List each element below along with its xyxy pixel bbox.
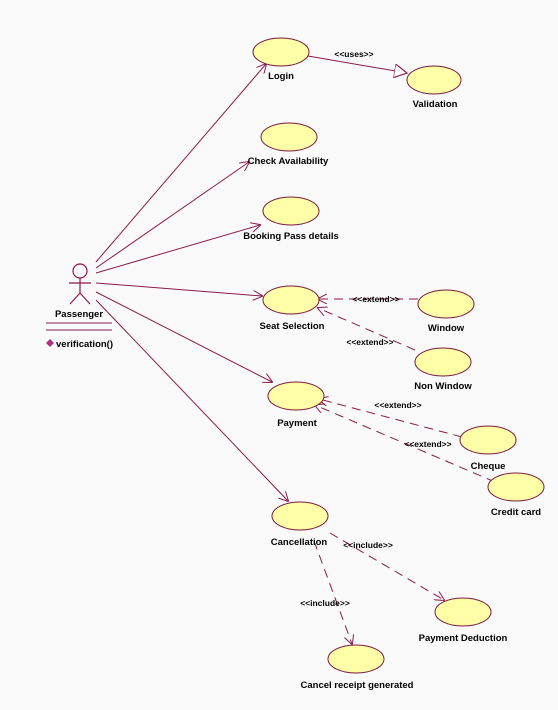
usecase-non-window: Non Window — [414, 347, 472, 392]
usecase-payment: Payment — [267, 381, 325, 429]
extend-nonwindow-label: <<extend>> — [346, 337, 393, 347]
usecase-booking-pass-details: Booking Pass details — [243, 196, 339, 242]
extend-window-label: <<extend>> — [352, 294, 399, 304]
uses-relation — [307, 55, 407, 73]
usecase-cancellation: Cancellation — [271, 501, 329, 548]
method-icon — [46, 339, 54, 347]
include-receipt-label: <<include>> — [300, 598, 350, 608]
extend-cheque — [319, 399, 463, 438]
assoc-cancellation — [95, 299, 288, 501]
usecase-check-availability: Check Availability — [248, 122, 329, 167]
extend-cheque-label: <<extend>> — [374, 400, 421, 410]
extend-credit-label: <<extend>> — [404, 439, 451, 449]
usecase-check-availability-label: Check Availability — [248, 156, 329, 167]
assoc-login — [95, 64, 266, 263]
usecase-validation: Validation — [406, 65, 462, 110]
actor-passenger: Passenger verification() — [46, 263, 113, 350]
usecase-cancel-receipt-label: Cancel receipt generated — [301, 680, 414, 691]
include-receipt — [313, 540, 352, 644]
assoc-seat-selection — [95, 282, 262, 296]
actor-method: verification() — [56, 339, 113, 350]
usecase-login: Login — [252, 37, 310, 82]
include-deduction — [329, 532, 444, 600]
usecase-cancel-receipt: Cancel receipt generated — [301, 644, 414, 691]
usecase-payment-deduction: Payment Deduction — [419, 597, 508, 644]
usecase-non-window-label: Non Window — [414, 381, 472, 392]
usecase-payment-deduction-label: Payment Deduction — [419, 633, 508, 644]
usecase-window-label: Window — [428, 323, 465, 334]
assoc-payment — [95, 291, 272, 382]
usecase-login-label: Login — [268, 71, 294, 82]
assoc-booking — [95, 225, 260, 274]
include-deduction-label: <<include>> — [343, 540, 393, 550]
usecase-cheque-label: Cheque — [471, 461, 506, 472]
actor-left-leg — [69, 292, 81, 305]
usecase-validation-label: Validation — [413, 99, 458, 110]
usecase-booking-pass-details-label: Booking Pass details — [243, 231, 339, 242]
usecase-payment-label: Payment — [277, 418, 317, 429]
actor-head — [72, 263, 88, 279]
extend-nonwindow — [318, 308, 416, 351]
usecase-window: Window — [417, 289, 475, 334]
extend-credit — [315, 405, 496, 483]
uses-label: <<uses>> — [334, 49, 373, 59]
actor-right-leg — [79, 292, 91, 305]
usecase-cheque: Cheque — [459, 425, 517, 472]
usecase-seat-selection: Seat Selection — [260, 285, 325, 332]
assoc-check-availability — [95, 162, 249, 269]
actor-label: Passenger — [55, 309, 103, 320]
usecase-seat-selection-label: Seat Selection — [260, 321, 325, 332]
usecase-credit-card-label: Credit card — [491, 507, 541, 518]
usecase-credit-card: Credit card — [487, 472, 545, 518]
usecase-cancellation-label: Cancellation — [271, 537, 328, 548]
